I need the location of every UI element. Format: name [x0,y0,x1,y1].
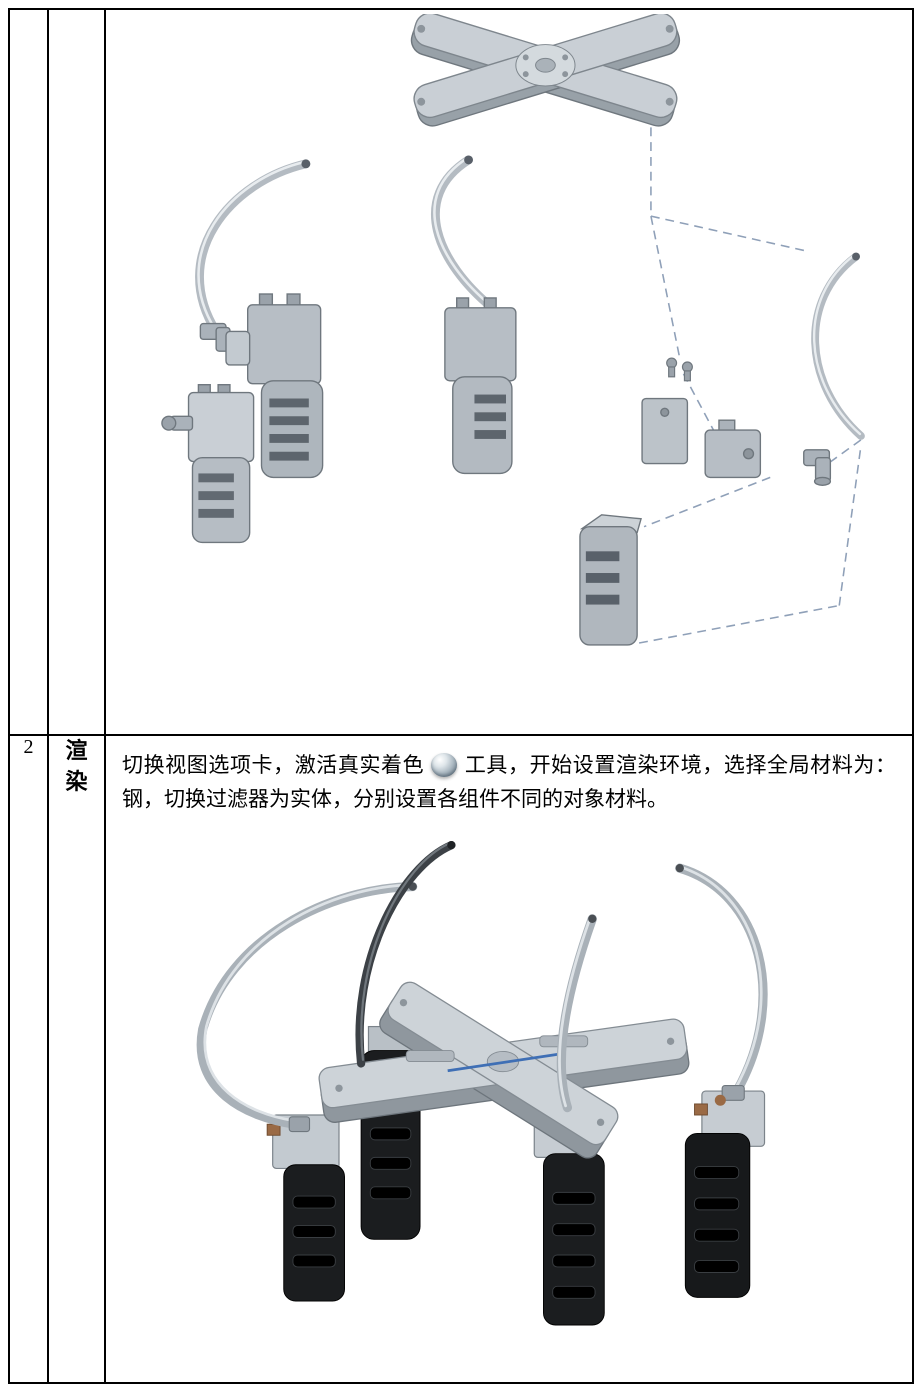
exploded-view-cad-figure [108,14,912,714]
table-row: 2 渲染 切换视图选项卡，激活真实着色工具，开始设置渲染环境，选择全局材料为：钢… [8,734,914,1384]
center-gripper-assembly [430,155,517,475]
exploded-gripper-finger [579,514,642,646]
realistic-shading-sphere-icon [431,753,458,777]
rendered-assembly-cad-figure [164,820,912,1340]
tube-dark-center [355,841,456,1068]
gripper-finger [684,1090,766,1298]
table-row [8,8,914,736]
exploded-view-cad-image [161,14,865,646]
row-index: 2 [23,736,34,758]
instruction-text-before: 切换视图选项卡，激活真实着色 [122,753,425,777]
pneumatic-tubes [196,841,768,1133]
row-content-cell: 切换视图选项卡，激活真实着色工具，开始设置渲染环境，选择全局材料为：钢，切换过滤… [104,734,914,1384]
cross-mounting-plate [410,14,681,127]
tube-center-right [556,914,597,1113]
row-index-cell [8,8,49,736]
instruction-text: 切换视图选项卡，激活真实着色工具，开始设置渲染环境，选择全局材料为：钢，切换过滤… [122,748,896,816]
procedure-table: 2 渲染 切换视图选项卡，激活真实着色工具，开始设置渲染环境，选择全局材料为：钢… [8,8,914,1384]
row-index-cell: 2 [8,734,49,1384]
right-exploded-parts [641,252,865,486]
row-content-cell [104,8,914,736]
rendered-assembly-cad-image [196,841,768,1326]
left-gripper-assembly [161,159,324,544]
tube-far-right [675,863,768,1106]
row-label-cell [47,8,106,736]
instruction-text-after: 工具，开始设置渲染环境，选择全局材料为：钢，切换过滤器为实体，分别设置各组件不同… [122,753,896,812]
cross-mounting-plate-rendered [318,981,690,1159]
gripper-finger [266,1114,345,1302]
explode-guide-lines [638,112,862,644]
row-label: 渲染 [65,738,88,794]
row-label-cell: 渲染 [47,734,106,1384]
